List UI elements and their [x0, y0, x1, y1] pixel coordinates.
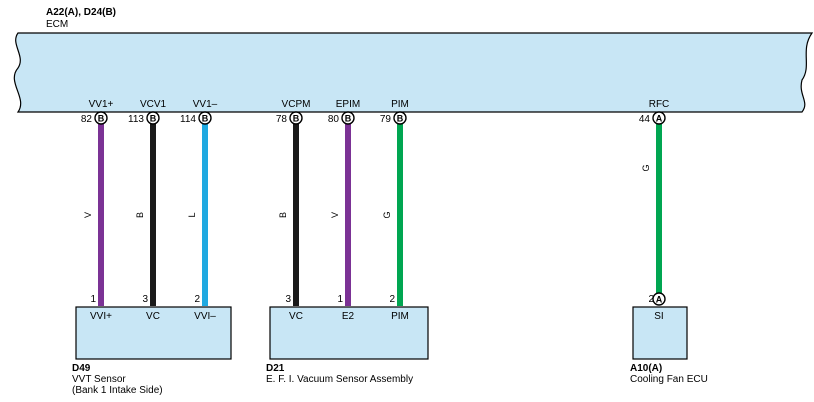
component-terminal-label-vcpm: VC [289, 311, 303, 322]
ecm-terminal-label-vv1m: VV1– [193, 99, 218, 110]
ecm-name: ECM [46, 19, 68, 30]
component-pin-number-vv1p: 1 [90, 294, 96, 305]
component-name-d49: VVT Sensor [72, 374, 126, 385]
ecm-pin-number-vv1m: 114 [180, 114, 196, 125]
wire-epim: EPIM 80 B V 1E2 [328, 99, 360, 322]
wire-color-code-vcv1: B [135, 212, 145, 218]
connector-letter-rfc: A [656, 114, 663, 124]
ecm-terminal-label-vcpm: VCPM [282, 99, 311, 110]
ecm-terminal-label-vcv1: VCV1 [140, 99, 167, 110]
component-pin-number-epim: 1 [337, 294, 343, 305]
component-code-d21: D21 [266, 363, 285, 374]
wire-color-code-pim: G [382, 211, 392, 218]
connector-circle-vv1m [198, 111, 212, 125]
component-pin-number-vcv1: 3 [142, 294, 148, 305]
wire-color-code-rfc: G [641, 164, 651, 171]
connector-circle-rfc [652, 111, 666, 125]
component-name-a10: Cooling Fan ECU [630, 374, 708, 385]
component-code-a10: A10(A) [630, 363, 662, 374]
ecm-terminal-label-rfc: RFC [649, 99, 670, 110]
ecm-terminal-label-vv1p: VV1+ [89, 99, 114, 110]
connector-circle-epim [341, 111, 355, 125]
component-terminal-label-vv1p: VVI+ [90, 311, 112, 322]
component-terminal-label-rfc: SI [654, 311, 663, 322]
connector-letter-vv1p: B [98, 114, 105, 124]
component-terminal-label-vcv1: VC [146, 311, 160, 322]
component-pin-number-rfc: 2 [648, 294, 654, 305]
ecm-terminal-label-epim: EPIM [336, 99, 360, 110]
ecm-pin-number-rfc: 44 [639, 114, 651, 125]
ecm-terminal-label-pim: PIM [391, 99, 409, 110]
component-terminal-label-epim: E2 [342, 311, 355, 322]
component-name2-d49: (Bank 1 Intake Side) [72, 385, 163, 396]
component-pin-number-vcpm: 3 [285, 294, 291, 305]
component-box-d49 [75, 306, 232, 360]
ecm-pin-number-epim: 80 [328, 114, 340, 125]
connector-circle-vv1p [94, 111, 108, 125]
ecm-pin-number-pim: 79 [380, 114, 392, 125]
component-name-d21: E. F. I. Vacuum Sensor Assembly [266, 374, 413, 385]
wire-color-code-vv1m: L [187, 212, 197, 217]
ecm-connector-title: A22(A), D24(B) [46, 7, 116, 18]
component-code-d49: D49 [72, 363, 91, 374]
ecm-pin-number-vcv1: 113 [128, 114, 144, 125]
connector-letter-vv1m: B [202, 114, 209, 124]
ecm-pin-number-vcpm: 78 [276, 114, 288, 125]
ecm-panel [13, 32, 814, 113]
wire-color-code-vv1p: V [83, 212, 93, 218]
wire-color-code-epim: V [330, 212, 340, 218]
connector-letter-vcpm: B [293, 114, 300, 124]
connector-circle-vcpm [289, 111, 303, 125]
component-pin-number-pim: 2 [389, 294, 395, 305]
component-connector-letter-rfc: A [656, 295, 663, 305]
ecm-pin-number-vv1p: 82 [81, 114, 93, 125]
component-box-d21 [269, 306, 429, 360]
connector-letter-epim: B [345, 114, 352, 124]
wire-color-code-vcpm: B [278, 212, 288, 218]
component-connector-circle-rfc [652, 292, 666, 306]
component-pin-number-vv1m: 2 [194, 294, 200, 305]
connector-letter-vcv1: B [150, 114, 157, 124]
component-box-a10 [632, 306, 688, 360]
connector-circle-vcv1 [146, 111, 160, 125]
connector-letter-pim: B [397, 114, 404, 124]
component-terminal-label-pim: PIM [391, 311, 409, 322]
component-terminal-label-vv1m: VVI– [194, 311, 216, 322]
connector-circle-pim [393, 111, 407, 125]
